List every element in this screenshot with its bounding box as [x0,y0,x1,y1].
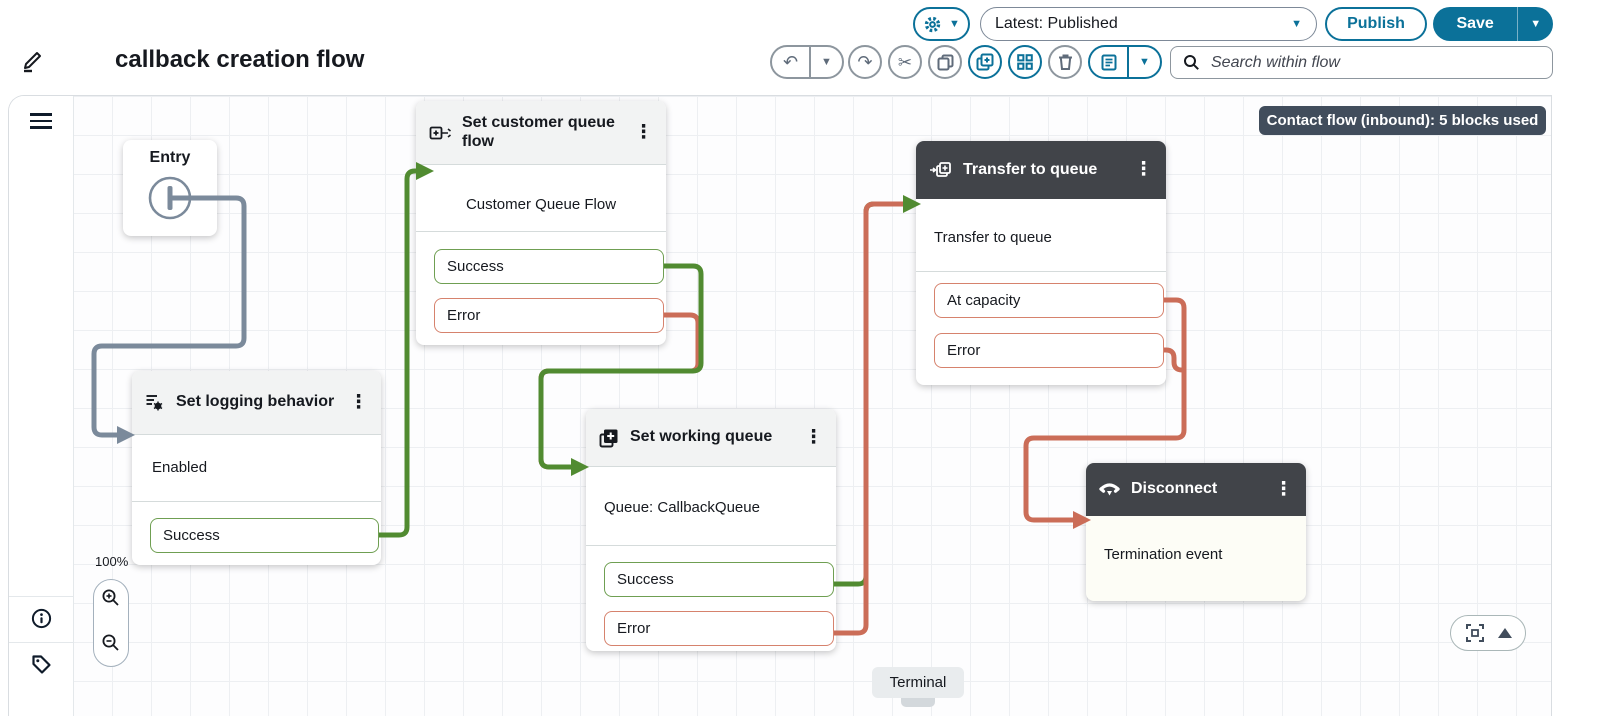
chevron-down-icon: ▼ [821,55,832,68]
transfer-to-queue-icon [930,162,951,177]
save-button[interactable]: Save [1456,15,1494,32]
add-block-button[interactable] [968,45,1002,79]
blocks-used-badge: Contact flow (inbound): 5 blocks used [1259,106,1546,135]
block-set-working-queue[interactable]: Set working queue ⋮ Queue: CallbackQueue… [586,409,836,651]
hamburger-icon [30,113,52,116]
version-selector-value: Latest: Published [995,15,1118,32]
port-error[interactable]: Error [934,333,1164,368]
block-entry[interactable]: Entry [123,140,217,236]
terminal-block-notch [901,698,935,707]
port-at-capacity[interactable]: At capacity [934,283,1164,318]
block-set-customer-queue-flow[interactable]: Set customer queue flow ⋮ Customer Queue… [416,101,666,345]
undo-menu-button[interactable]: ▼ [809,47,842,77]
chevron-down-icon: ▼ [1530,17,1542,30]
notes-icon [1101,54,1116,70]
canvas-grid [73,96,1551,716]
block-menu-button[interactable]: ⋮ [349,391,368,413]
blocks-sidebar [9,96,74,716]
flow-info-button[interactable] [31,608,52,634]
block-title: Entry [149,149,191,166]
notes-button[interactable] [1090,47,1127,77]
fit-to-view-button[interactable] [1465,623,1485,643]
copy-button[interactable] [928,45,962,79]
redo-icon: ↷ [857,52,873,72]
scissors-icon: ✂ [897,52,913,72]
add-block-icon [976,53,994,71]
block-title: Set customer queue flow [462,113,615,150]
entry-icon [148,176,192,220]
hamburger-menu-button[interactable] [30,113,52,129]
cut-button[interactable]: ✂ [888,45,922,79]
search-icon [1184,55,1199,70]
tag-icon [32,655,51,674]
block-title: Set working queue [630,428,773,446]
block-transfer-to-queue[interactable]: Transfer to queue ⋮ Transfer to queue At… [916,141,1166,385]
block-menu-button[interactable]: ⋮ [804,426,823,448]
set-working-queue-icon [599,429,618,447]
zoom-in-icon [102,589,119,606]
disconnect-icon [1099,482,1120,495]
port-success[interactable]: Success [434,249,664,284]
flow-canvas[interactable]: Contact flow (inbound): 5 blocks used En… [8,95,1552,716]
block-value: Enabled [152,459,208,476]
set-logging-behavior-icon [146,395,163,411]
chevron-down-icon: ▼ [949,17,960,30]
info-icon [31,608,52,629]
block-value: Customer Queue Flow [465,196,617,213]
search-within-flow [1170,46,1553,79]
block-value: Queue: CallbackQueue [604,499,760,516]
port-success[interactable]: Success [604,562,834,597]
port-error[interactable]: Error [604,611,834,646]
zoom-level: 100% [95,554,129,569]
gear-icon [924,16,941,32]
undo-split-button: ↶ ▼ [770,45,844,79]
block-title: Transfer to queue [963,160,1098,178]
arrange-blocks-button[interactable] [1008,45,1042,79]
block-menu-button[interactable]: ⋮ [634,121,653,143]
zoom-in-button[interactable] [101,588,121,613]
chevron-down-icon: ▼ [1291,17,1302,30]
search-input[interactable] [1209,52,1540,73]
notes-menu-button[interactable]: ▼ [1127,47,1160,77]
undo-icon: ↶ [782,52,799,72]
redo-button[interactable]: ↷ [848,45,882,79]
flow-tags-button[interactable] [31,654,52,680]
block-menu-button[interactable]: ⋮ [1134,159,1153,181]
block-title: Disconnect [1131,480,1218,498]
delete-button[interactable] [1048,45,1082,79]
block-menu-button[interactable]: ⋮ [1274,478,1293,500]
zoom-out-button[interactable] [101,633,121,658]
publish-button[interactable]: Publish [1325,7,1427,41]
notes-split-button: ▼ [1088,45,1162,79]
trash-icon [1058,54,1072,70]
sidebar-divider [9,596,73,597]
save-menu-button[interactable]: ▼ [1517,7,1553,41]
terminal-block-label[interactable]: Terminal [872,667,964,698]
flow-name-redacted [46,42,110,78]
copy-icon [937,54,953,70]
chevron-down-icon: ▼ [1139,55,1150,68]
block-title: Set logging behavior [176,393,335,411]
save-split-button: Save ▼ [1433,7,1553,41]
sidebar-divider [9,642,73,643]
block-set-logging-behavior[interactable]: Set logging behavior ⋮ Enabled Success [132,371,381,565]
grid-icon [1017,54,1033,70]
port-error[interactable]: Error [434,298,664,333]
zoom-out-icon [102,634,119,651]
block-value: Termination event [1104,546,1223,563]
collapse-panel-button[interactable] [1497,628,1512,638]
flow-settings-button[interactable]: ▼ [913,7,970,41]
version-selector[interactable]: Latest: Published ▼ [980,7,1317,41]
port-success[interactable]: Success [150,518,379,553]
block-disconnect[interactable]: Disconnect ⋮ Termination event [1086,463,1306,601]
pencil-edit-icon[interactable] [21,47,45,73]
undo-button[interactable]: ↶ [772,47,809,77]
block-value: Transfer to queue [934,229,1052,246]
canvas-view-controls [1450,615,1526,651]
page-title: callback creation flow [115,46,365,73]
zoom-controls [93,579,129,667]
set-customer-queue-flow-icon [429,126,451,139]
